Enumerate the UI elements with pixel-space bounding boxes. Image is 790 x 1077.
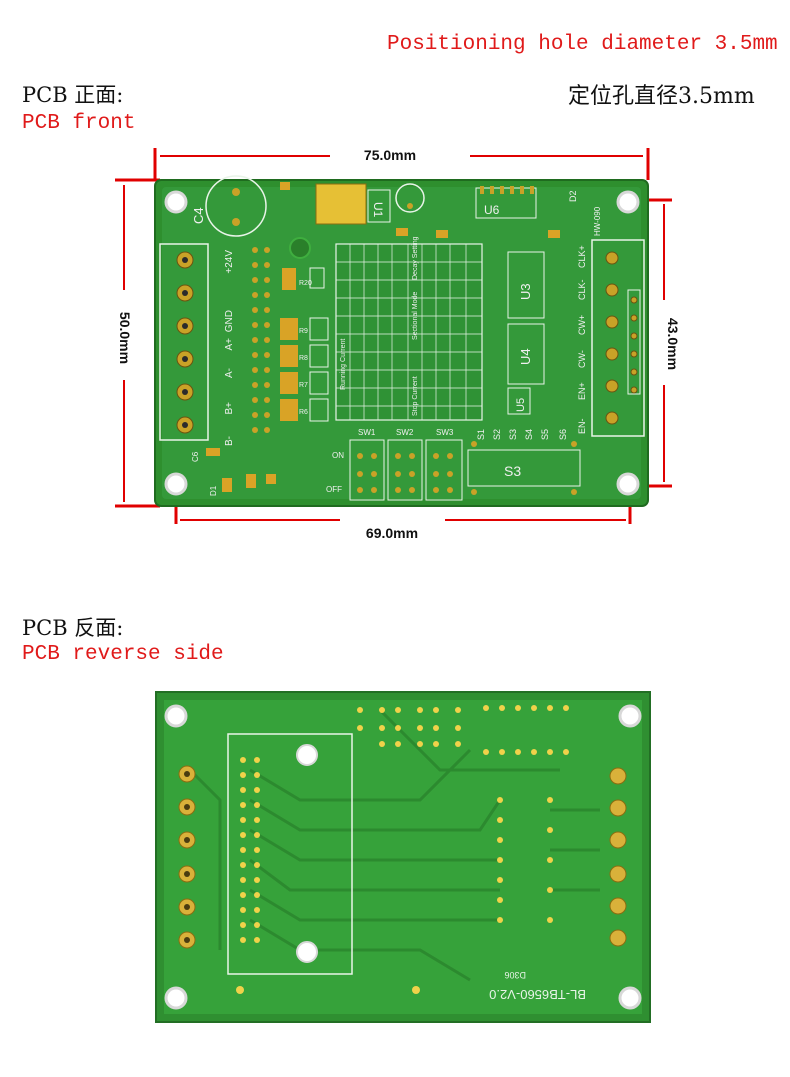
reverse-board: BL-TB6560-V2.0 D306 [155, 691, 651, 1023]
silk-sw2: SW2 [396, 428, 414, 437]
front-title-cn: PCB 正面: [22, 83, 124, 107]
rev-hole-top-left [164, 704, 188, 728]
mount-hole-top-left [164, 190, 188, 214]
silk-s5: S5 [540, 429, 550, 440]
pin-label-clk-plus: CLK+ [577, 245, 587, 268]
reverse-title-cn: PCB 反面: [22, 616, 124, 640]
hole-x-dimension: 69.0mm [174, 488, 632, 541]
silk-sw3: SW3 [436, 428, 454, 437]
width-dimension: 75.0mm [153, 147, 650, 180]
pin-label-b-minus: B- [224, 436, 235, 446]
front-title-en: PCB front [22, 112, 136, 135]
silk-r6: R6 [299, 409, 308, 416]
pin-label-gnd: GND [224, 310, 235, 332]
pin-label-cw-plus: CW+ [577, 315, 587, 335]
dim-height-label: 50.0mm [117, 312, 133, 364]
table-sectional-mode: Sectional Mode [412, 292, 419, 340]
mount-hole-bottom-left [164, 472, 188, 496]
date-code-mirrored: D306 [504, 970, 526, 980]
pin-label-24v: +24V [224, 250, 235, 274]
silk-u6: U6 [484, 203, 500, 217]
table-running-current: Running Current [340, 339, 347, 390]
rev-hole-bottom-right [618, 986, 642, 1010]
pin-label-en-plus: EN+ [577, 382, 587, 400]
front-board: +24V GND A+ A- B+ B- C4 [154, 175, 649, 507]
silk-s3-label: S3 [508, 429, 518, 440]
silk-s1: S1 [476, 429, 486, 440]
pin-label-cw-minus: CW- [577, 350, 587, 368]
rev-hole-bottom-left [164, 986, 188, 1010]
pcb-reverse-diagram: BL-TB6560-V2.0 D306 [155, 691, 651, 1023]
table-decay-setting: Decay Setting [412, 236, 419, 280]
silk-u3: U3 [518, 283, 533, 300]
silk-r9: R9 [299, 328, 308, 335]
silk-d1: D1 [209, 485, 218, 496]
silk-hw090: HW-090 [593, 206, 602, 236]
rev-hole-top-right [618, 704, 642, 728]
dim-width-label: 75.0mm [364, 147, 416, 163]
silk-s3: S3 [504, 463, 521, 479]
silk-r8: R8 [299, 355, 308, 362]
pcb-front-diagram: 75.0mm 50.0mm 69.0mm 43.0mm [115, 147, 681, 541]
silk-s6: S6 [558, 429, 568, 440]
silk-sw1: SW1 [358, 428, 376, 437]
table-stop-current: Stop Current [412, 376, 419, 416]
silk-r7: R7 [299, 382, 308, 389]
silk-u4: U4 [518, 348, 533, 365]
hole-note-cn: 定位孔直径3.5mm [568, 84, 755, 109]
pin-label-a-minus: A- [224, 368, 235, 378]
dim-hole-x-label: 69.0mm [366, 525, 418, 541]
pin-label-b-plus: B+ [224, 402, 235, 415]
silk-off: OFF [326, 485, 342, 494]
height-dimension: 50.0mm [115, 178, 160, 508]
silk-s2: S2 [492, 429, 502, 440]
hole-note-en: Positioning hole diameter 3.5mm [387, 33, 778, 56]
board-label-mirrored: BL-TB6560-V2.0 [489, 987, 586, 1002]
silk-r20: R20 [299, 280, 312, 287]
reverse-title-en: PCB reverse side [22, 643, 224, 666]
silk-c6: C6 [191, 451, 200, 462]
silk-d2: D2 [568, 190, 578, 202]
silk-u1: U1 [371, 202, 385, 218]
silk-c4: C4 [191, 207, 206, 224]
pin-label-a-plus: A+ [224, 338, 235, 351]
silk-on: ON [332, 451, 344, 460]
mount-hole-top-right [616, 190, 640, 214]
silk-u5: U5 [515, 398, 527, 412]
pin-label-clk-minus: CLK- [577, 279, 587, 300]
silk-s4: S4 [524, 429, 534, 440]
pin-label-en-minus: EN- [577, 418, 587, 434]
mount-hole-bottom-right [616, 472, 640, 496]
dim-hole-y-label: 43.0mm [665, 318, 681, 370]
